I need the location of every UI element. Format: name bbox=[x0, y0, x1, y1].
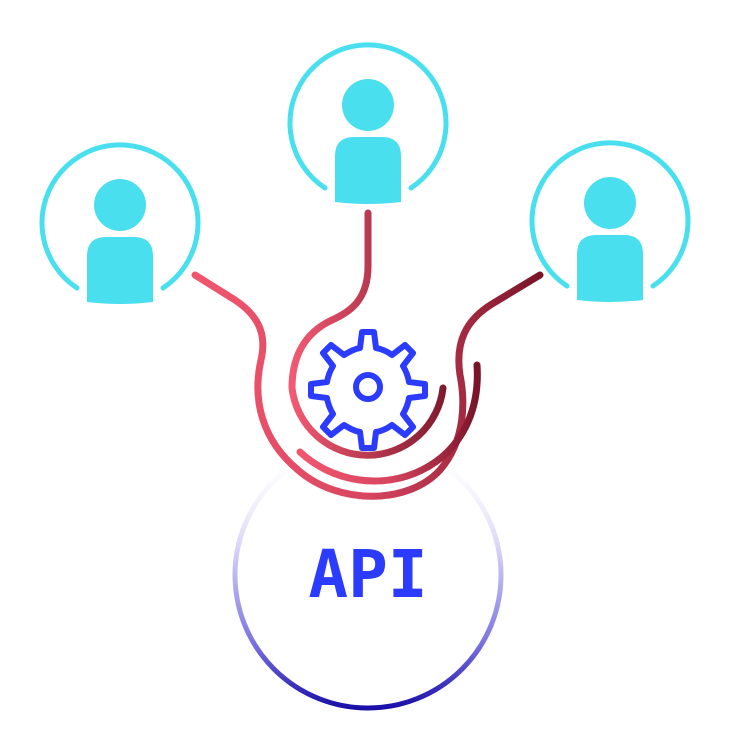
user-icon-left bbox=[39, 142, 201, 304]
api-circle bbox=[232, 439, 504, 711]
gear-icon bbox=[308, 329, 428, 451]
user-icon-right bbox=[529, 140, 691, 302]
user-icon-top bbox=[287, 42, 449, 204]
connector-left-right bbox=[191, 271, 544, 500]
api-label: API bbox=[308, 536, 428, 613]
connector-middle bbox=[288, 209, 447, 459]
connector-arc bbox=[296, 361, 481, 485]
connector-lines bbox=[191, 209, 544, 500]
